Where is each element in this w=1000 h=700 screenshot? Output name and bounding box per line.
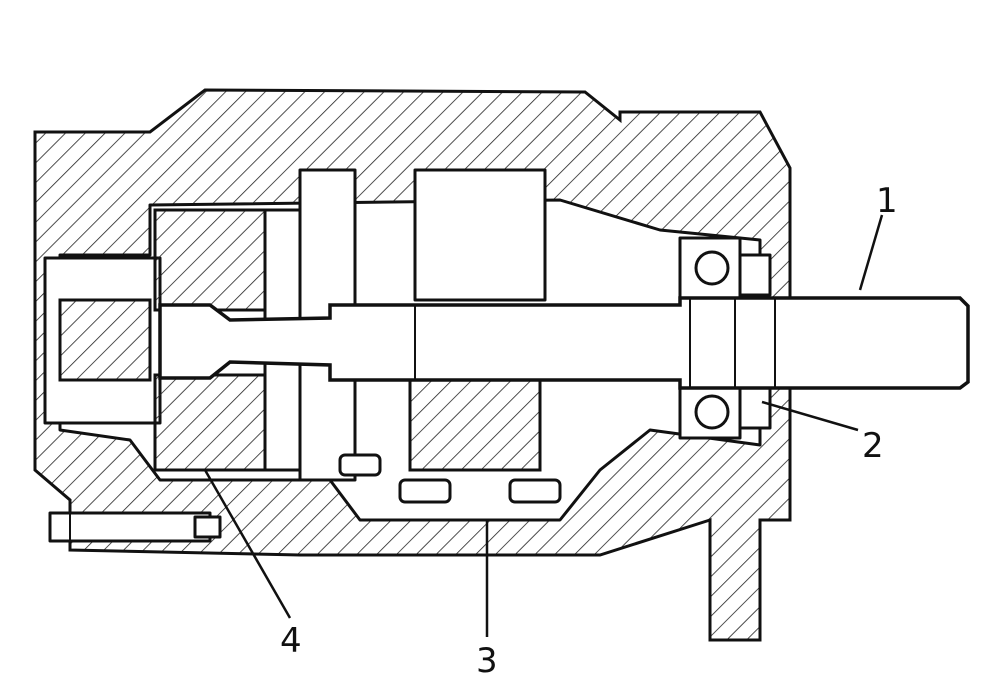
drive-shaft	[158, 296, 970, 390]
callout-1: 1	[876, 181, 898, 221]
tie-bolt	[48, 511, 222, 543]
callout-2: 2	[862, 426, 884, 466]
leader-4	[203, 469, 292, 619]
callout-4: 4	[280, 621, 302, 661]
end-cover	[43, 256, 162, 425]
callout-3: 3	[476, 641, 498, 681]
rotor-assembly-center	[338, 168, 562, 504]
leader-1	[858, 214, 884, 291]
leader-2	[761, 400, 859, 432]
